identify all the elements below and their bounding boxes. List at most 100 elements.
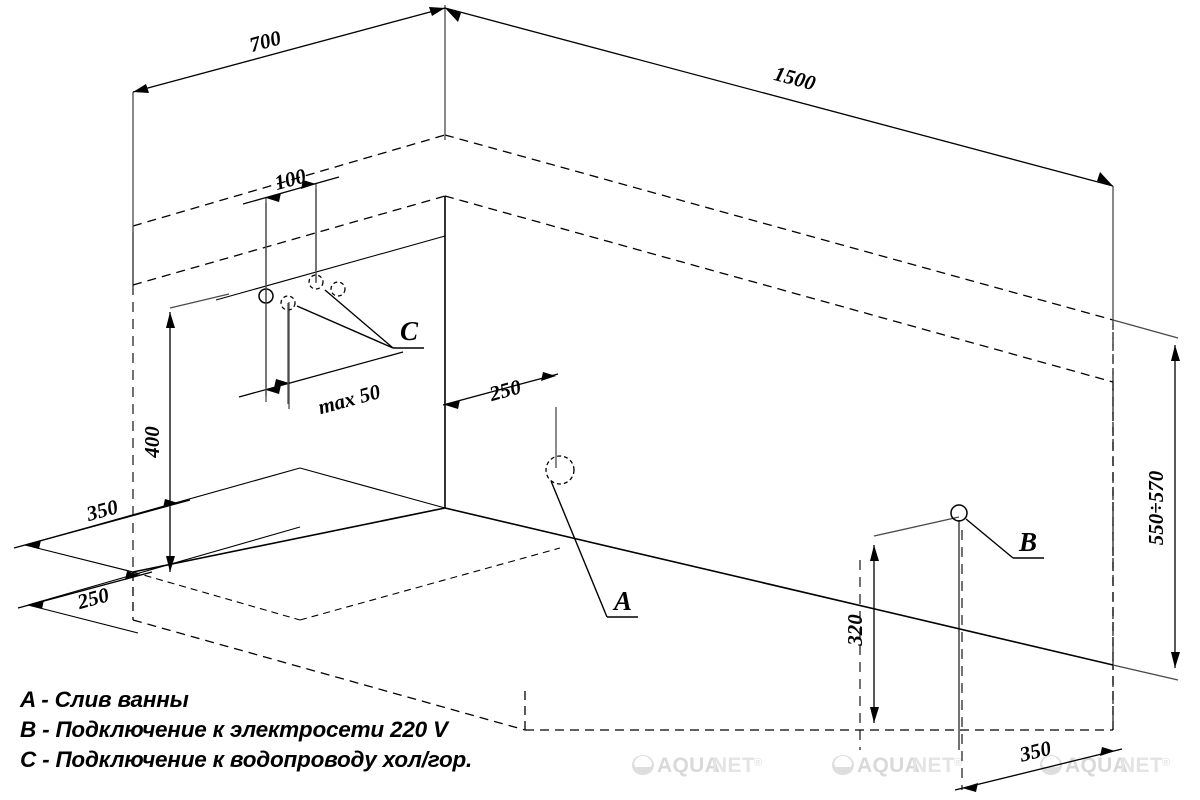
legend-line-a: A - Слив ванны bbox=[19, 687, 189, 712]
dim-250-drain-arrow-right bbox=[541, 372, 556, 381]
dim-max50-arrow-left bbox=[266, 385, 281, 394]
rim-inner-right-edge bbox=[444, 195, 1114, 383]
dim-400-inlet-height: 400 bbox=[140, 293, 230, 572]
dim-550-ext-top bbox=[1112, 319, 1179, 339]
electrical-socket-circle-icon bbox=[950, 504, 968, 522]
dim-320-arrow-top bbox=[870, 545, 879, 561]
rim-top-right-edge bbox=[444, 134, 1114, 321]
dim-350-socket-arrow-right bbox=[1100, 747, 1115, 756]
water-inlet-far-cold-circle-icon bbox=[308, 274, 324, 290]
water-inlet-far-hot-circle-icon bbox=[330, 281, 346, 297]
callout-b-label: B bbox=[1018, 527, 1037, 557]
legend-block: A - Слив ванны B - Подключение к электро… bbox=[19, 687, 472, 772]
base-offset-top-edge bbox=[27, 526, 301, 606]
dim-400-arrow-bottom bbox=[166, 556, 175, 572]
dim-1500-length: 1500 bbox=[444, 7, 1114, 325]
body-base-right-edge bbox=[444, 507, 1114, 666]
dim-550-ext-bottom bbox=[1112, 664, 1179, 681]
watermark-mark: ® bbox=[754, 757, 762, 769]
dim-700-width: 700 bbox=[132, 5, 446, 232]
dim-100-label: 100 bbox=[272, 163, 309, 195]
watermark-brand: AQUA bbox=[657, 754, 720, 777]
dim-350-socket-arrow-left bbox=[962, 783, 978, 792]
dim-250-base-offset: 250 bbox=[17, 571, 153, 614]
dim-400-label: 400 bbox=[140, 426, 164, 459]
dim-350-base-depth: 350 bbox=[13, 494, 191, 549]
inlet-drop-lines bbox=[265, 189, 317, 404]
dim-250-drain-arrow-left bbox=[445, 400, 460, 409]
dim-550-label: 550÷570 bbox=[1144, 470, 1168, 545]
dim-100-arrow-left bbox=[266, 193, 281, 202]
aquanet-watermark: AQUA NET ® bbox=[632, 754, 762, 777]
dim-350-base-label: 350 bbox=[83, 494, 121, 526]
dim-250-base-arrow-right bbox=[125, 571, 140, 580]
dim-350-socket-line bbox=[954, 748, 1123, 791]
callout-b-leader bbox=[965, 518, 1014, 559]
aquanet-logo-inner-icon bbox=[1042, 756, 1060, 765]
body-base-left-edge bbox=[132, 507, 446, 573]
dim-100-arrow-right bbox=[301, 180, 316, 189]
watermark-mark: ® bbox=[954, 757, 962, 769]
dim-1500-label: 1500 bbox=[771, 61, 818, 95]
base-plate-left-edge bbox=[24, 544, 134, 573]
aquanet-watermark: AQUA NET ® bbox=[1040, 754, 1170, 777]
callout-c-water-connections: C bbox=[258, 274, 424, 349]
aquanet-logo-bar-icon bbox=[635, 764, 651, 767]
bathtub-isometric-body bbox=[24, 134, 1114, 790]
rim-top-left-edge bbox=[132, 134, 446, 227]
aquanet-logo-bar-icon bbox=[835, 764, 851, 767]
dim-320-label: 320 bbox=[843, 614, 867, 647]
callout-c-label: C bbox=[400, 316, 419, 346]
dim-400-arrow-top bbox=[166, 312, 175, 328]
legend-line-c: C - Подключение к водопроводу хол/гор. bbox=[20, 747, 472, 772]
bottom-front-left-hidden bbox=[132, 619, 526, 731]
dim-350-base-arrow-right bbox=[163, 499, 178, 508]
dim-550-570-height: 550÷570 bbox=[1112, 319, 1180, 681]
watermark-brand: AQUA bbox=[1065, 754, 1128, 777]
dim-max-50: max 50 bbox=[238, 296, 404, 419]
dim-700-arrow-left bbox=[133, 84, 149, 93]
watermark-brand-suffix: NET bbox=[712, 754, 755, 777]
dim-320-socket-height: 320 bbox=[843, 516, 960, 723]
legend-line-b: B - Подключение к электросети 220 V bbox=[20, 717, 450, 742]
callout-a-label: A bbox=[612, 586, 632, 616]
body-left-panel-top-edge bbox=[215, 235, 446, 301]
callout-c-leader-lower bbox=[296, 305, 394, 349]
dim-550-arrow-bottom bbox=[1171, 652, 1180, 668]
watermark-brand-suffix: NET bbox=[912, 754, 955, 777]
watermark-row: AQUA NET ® AQUA NET ® AQUA NET ® bbox=[632, 754, 1170, 777]
callout-c-leader-upper bbox=[324, 289, 394, 349]
dim-700-line bbox=[132, 7, 446, 93]
dim-320-ext-top bbox=[873, 516, 960, 537]
base-plate-hidden-lower bbox=[132, 571, 301, 621]
dim-700-arrow-right bbox=[429, 7, 445, 16]
watermark-mark: ® bbox=[1162, 757, 1170, 769]
base-plate-hidden-diag bbox=[299, 547, 561, 621]
dim-1500-arrow-right bbox=[1097, 172, 1113, 186]
dim-max50-arrow-right bbox=[274, 379, 289, 388]
watermark-brand: AQUA bbox=[857, 754, 920, 777]
dim-400-ext-top bbox=[169, 293, 230, 309]
callout-b-electrical: B bbox=[950, 504, 1044, 750]
dim-100-line bbox=[242, 176, 340, 205]
dim-550-arrow-top bbox=[1171, 345, 1180, 361]
dim-320-arrow-bottom bbox=[870, 707, 879, 723]
dim-1500-line bbox=[444, 7, 1114, 187]
dim-350-base-arrow-left bbox=[25, 540, 41, 549]
aquanet-watermark: AQUA NET ® bbox=[832, 754, 962, 777]
dim-350-base-line bbox=[13, 499, 191, 549]
dim-250-base-label: 250 bbox=[74, 582, 112, 614]
base-offset-left-edge bbox=[27, 604, 139, 634]
drain-circle-icon bbox=[545, 455, 575, 485]
aquanet-logo-inner-icon bbox=[834, 756, 852, 765]
watermark-brand-suffix: NET bbox=[1120, 754, 1163, 777]
aquanet-logo-inner-icon bbox=[634, 756, 652, 765]
base-plate-top-right bbox=[299, 467, 446, 509]
dim-250-drain-offset: 250 bbox=[442, 372, 559, 468]
callout-a-drain: A bbox=[545, 455, 638, 618]
callout-a-leader bbox=[550, 480, 608, 618]
dim-250-base-arrow-left bbox=[28, 600, 44, 609]
rim-inner-left-edge bbox=[132, 195, 446, 286]
dim-250-drain-line bbox=[442, 373, 559, 406]
